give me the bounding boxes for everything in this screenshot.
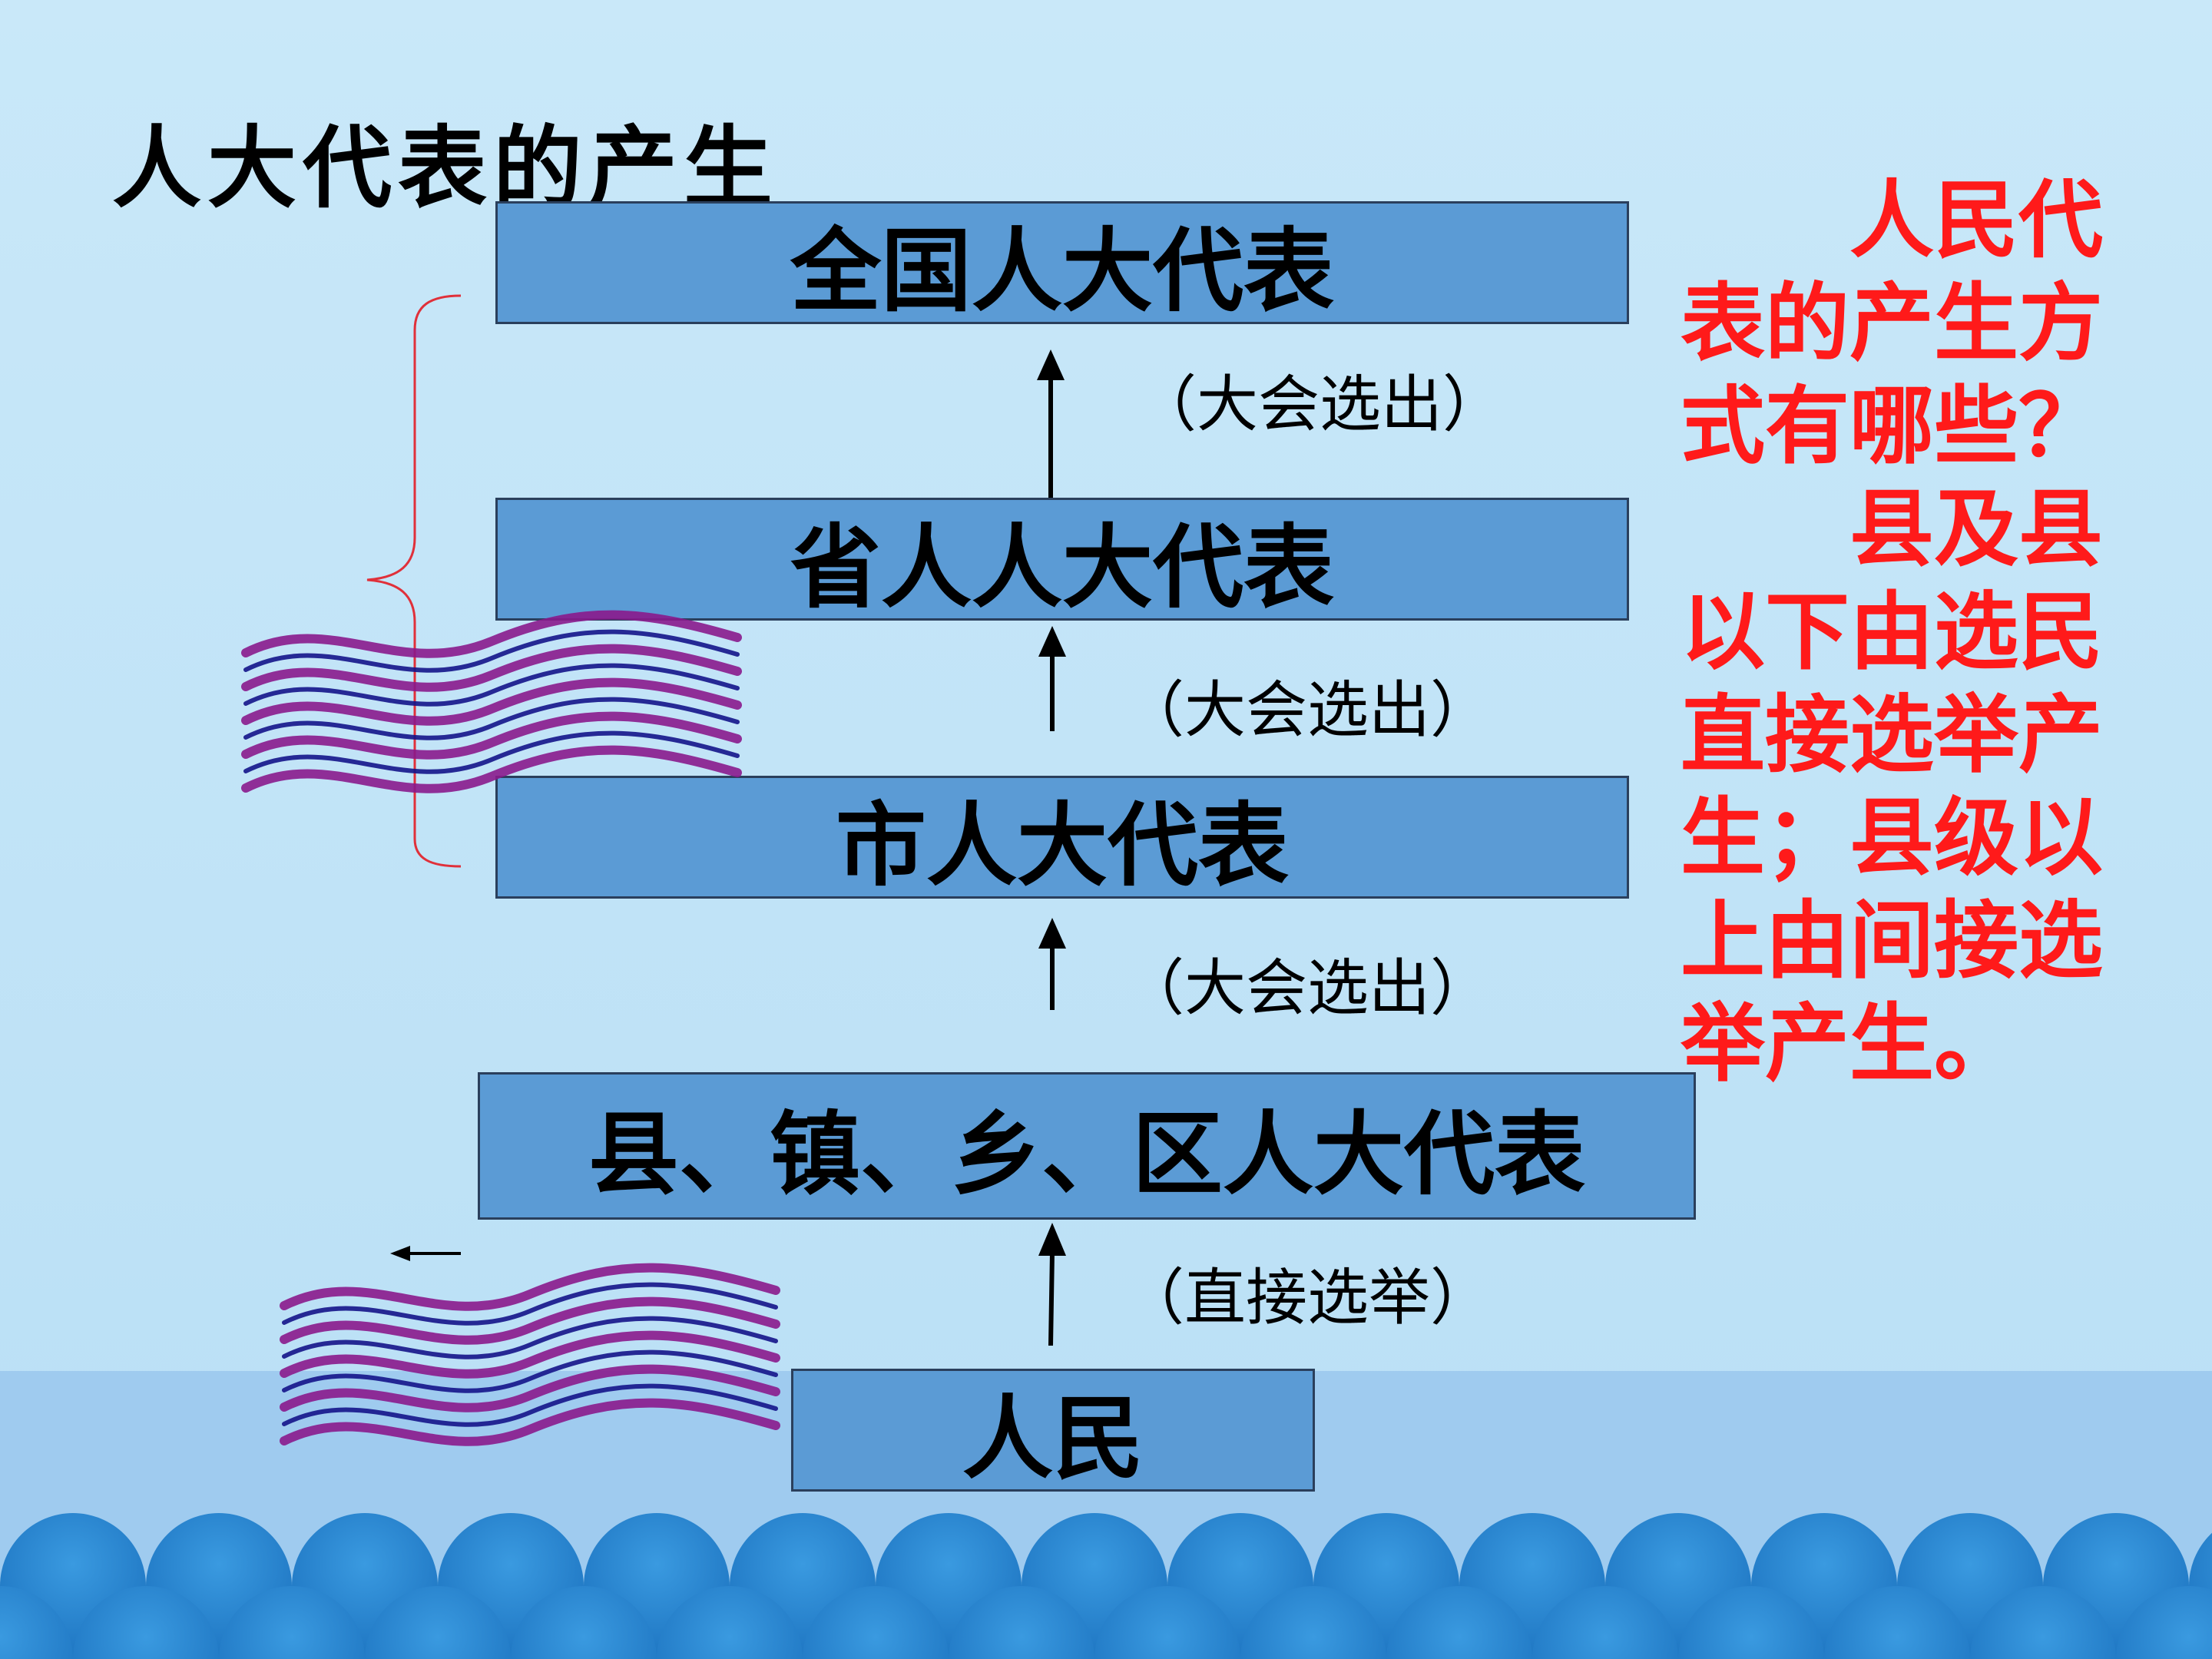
side-answer: 县及县以下由选民直接选举产生；县级以上由间接选举产生。: [1681, 480, 2103, 1093]
flag-stroke: [241, 745, 742, 793]
flag-stroke: [243, 629, 740, 673]
scallop-shape: [1970, 1586, 2116, 1659]
flag-stroke: [280, 1398, 780, 1446]
method-label-county: （直接选举）: [1123, 1262, 1492, 1333]
scallop-shape: [365, 1586, 511, 1659]
level-county-box: 县、镇、乡、区人大代表: [478, 1072, 1696, 1220]
flag-stroke: [282, 1349, 778, 1393]
method-label-national: （大会选出）: [1135, 369, 1504, 440]
scallop-shape: [1386, 1586, 1532, 1659]
flag-stroke: [280, 1364, 780, 1412]
scallop-shape: [949, 1586, 1094, 1659]
scallop-shape: [219, 1586, 365, 1659]
flag-stroke: [243, 730, 740, 774]
scallop-shape: [0, 1586, 73, 1659]
up-arrow-icon: [1038, 918, 1066, 1010]
method-label-provincial: （大会选出）: [1123, 674, 1492, 746]
scallop-shape: [657, 1586, 803, 1659]
up-arrow-icon: [1037, 349, 1065, 498]
flag-stroke: [280, 1330, 780, 1379]
flag-stroke: [280, 1263, 780, 1311]
scallop-shape: [2116, 1586, 2212, 1659]
flag-wave-icon: [241, 610, 742, 793]
level-city-box: 市人大代表: [495, 776, 1629, 899]
scallop-shape: [1094, 1586, 1240, 1659]
flag-stroke: [243, 697, 740, 740]
left-arrow-icon: [390, 1246, 461, 1261]
flag-wave-icon: [280, 1263, 780, 1446]
side-question: 人民代表的产生方式有哪些？: [1681, 171, 2103, 475]
brace-icon: [366, 294, 462, 868]
flag-stroke: [241, 610, 742, 658]
method-label-city: （大会选出）: [1123, 952, 1492, 1024]
scallop-shape: [803, 1586, 949, 1659]
flag-stroke: [282, 1316, 778, 1359]
level-people-box: 人民: [791, 1369, 1315, 1492]
side-note: 人民代表的产生方式有哪些？县及县以下由选民直接选举产生；县级以上由间接选举产生。: [1681, 169, 2126, 1095]
flag-stroke: [241, 644, 742, 692]
scallop-shape: [1240, 1586, 1386, 1659]
flag-stroke: [241, 711, 742, 760]
flag-stroke: [280, 1296, 780, 1345]
scallop-shape: [1532, 1586, 1678, 1659]
up-arrow-icon: [1038, 1223, 1066, 1346]
level-provincial-box: 省人人大代表: [495, 498, 1629, 621]
up-arrow-icon: [1038, 626, 1066, 731]
scallop-shape: [73, 1586, 219, 1659]
scallop-shape: [511, 1586, 657, 1659]
flag-stroke: [282, 1282, 778, 1326]
level-national-box: 全国人大代表: [495, 201, 1629, 324]
flag-stroke: [241, 677, 742, 726]
flag-stroke: [243, 663, 740, 707]
flag-stroke: [282, 1383, 778, 1427]
scallop-shape: [1824, 1586, 1970, 1659]
scallop-shape: [1678, 1586, 1824, 1659]
